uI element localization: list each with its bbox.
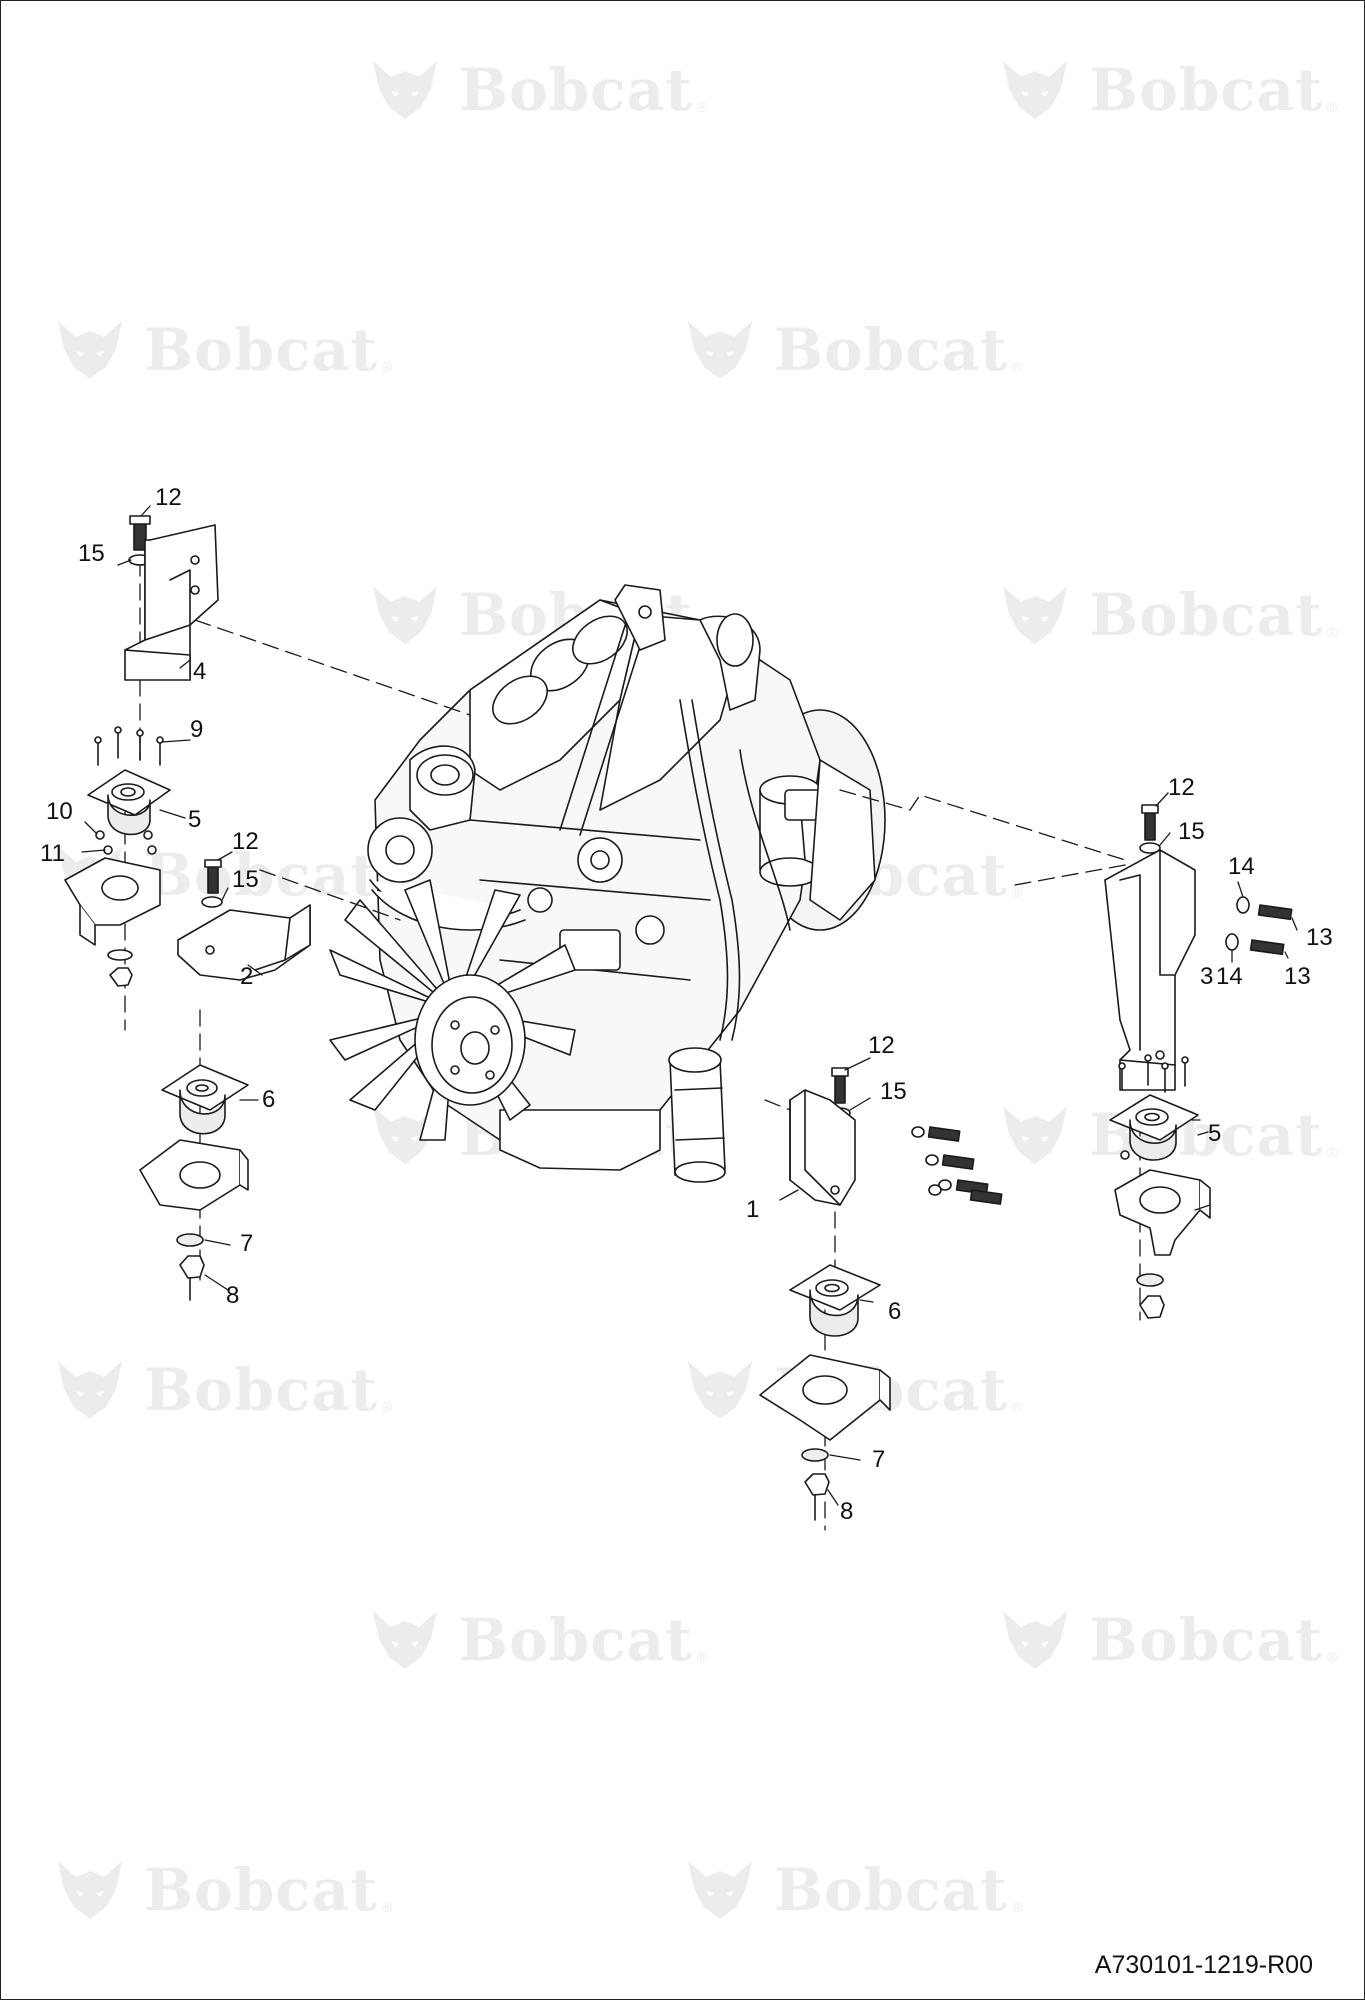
bobcat-head-logo-icon [50,1355,130,1425]
watermark: Bobcat® [365,1605,707,1675]
bobcat-head-logo-icon [995,580,1075,650]
engine-assembly [329,584,886,1183]
watermark-reg: ® [1011,1899,1023,1915]
bobcat-head-logo-icon [50,1855,130,1925]
watermark-text: Bobcat [144,1356,378,1424]
callout-part-13: 13 [1284,963,1311,990]
callout-part-15: 15 [1178,818,1205,845]
callout-part-15: 15 [232,866,259,893]
watermark-reg: ® [696,99,708,115]
bobcat-head-logo-icon [680,1855,760,1925]
callout-part-12: 12 [868,1032,895,1059]
watermark-reg: ® [1326,1649,1338,1665]
watermark-reg: ® [381,359,393,375]
callout-part-13: 13 [1306,924,1333,951]
callout-part-11: 11 [40,840,65,867]
watermark: Bobcat® [50,1855,392,1925]
bobcat-head-logo-icon [680,315,760,385]
callout-part-5: 5 [188,806,202,833]
watermark: Bobcat® [995,1605,1337,1675]
left-upper-mount-group [64,515,219,987]
right-mount-group [1104,804,1293,1319]
bobcat-head-logo-icon [995,1605,1075,1675]
left-mid-mount-group [139,859,311,1301]
watermark: Bobcat® [995,55,1337,125]
watermark-text: Bobcat [459,1606,693,1674]
engine-fan [329,879,576,1141]
callout-part-12: 12 [1168,774,1195,801]
watermark-text: Bobcat [774,316,1008,384]
watermark: Bobcat® [50,315,392,385]
callout-part-3: 3 [1200,963,1214,990]
bobcat-head-logo-icon [680,1355,760,1425]
leader-lines [81,505,1298,1506]
callout-part-5: 5 [1208,1120,1222,1147]
watermark-text: Bobcat [1089,56,1323,124]
callout-part-8: 8 [840,1498,854,1525]
callout-part-12: 12 [232,828,259,855]
callout-part-10: 10 [46,798,73,825]
callout-part-4: 4 [193,658,207,685]
bobcat-head-logo-icon [365,1100,445,1170]
watermark-text: Bobcat [144,316,378,384]
watermark-reg: ® [696,1649,708,1665]
watermark-reg: ® [381,1399,393,1415]
watermark-text: Bobcat [1089,581,1323,649]
watermark-text: Bobcat [144,1856,378,1924]
callout-part-6: 6 [262,1086,276,1113]
callout-part-12: 12 [155,484,182,511]
watermark-reg: ® [1011,884,1023,900]
watermark-reg: ® [381,1899,393,1915]
center-mount-group [759,1067,1003,1521]
bobcat-head-logo-icon [365,55,445,125]
callout-part-1: 1 [746,1196,760,1223]
bobcat-head-logo-icon [50,315,130,385]
watermark-reg: ® [1326,624,1338,640]
watermark-reg: ® [1011,359,1023,375]
watermark: Bobcat® [365,55,707,125]
callout-part-2: 2 [240,963,254,990]
callout-part-9: 9 [190,716,204,743]
watermark-text: Bobcat [774,1856,1008,1924]
callout-part-14: 14 [1216,963,1243,990]
watermark: Bobcat® [680,1855,1022,1925]
watermark-reg: ® [1011,1399,1023,1415]
callout-part-15: 15 [78,540,105,567]
callout-part-6: 6 [888,1298,902,1325]
callout-part-15: 15 [880,1078,907,1105]
watermark-text: Bobcat [1089,1606,1323,1674]
bobcat-head-logo-icon [995,1100,1075,1170]
drawing-id: A730101-1219-R00 [1094,1951,1313,1979]
callout-part-7: 7 [872,1446,886,1473]
watermark-reg: ® [1326,1144,1338,1160]
watermark: Bobcat® [50,1355,392,1425]
watermark: Bobcat® [680,315,1022,385]
bobcat-head-logo-icon [995,55,1075,125]
bobcat-head-logo-icon [365,1605,445,1675]
callout-part-14: 14 [1228,853,1255,880]
watermark-reg: ® [1326,99,1338,115]
watermark-text: Bobcat [459,56,693,124]
watermark: Bobcat® [995,580,1337,650]
callout-part-8: 8 [226,1282,240,1309]
callout-part-7: 7 [240,1230,254,1257]
bobcat-head-logo-icon [365,580,445,650]
